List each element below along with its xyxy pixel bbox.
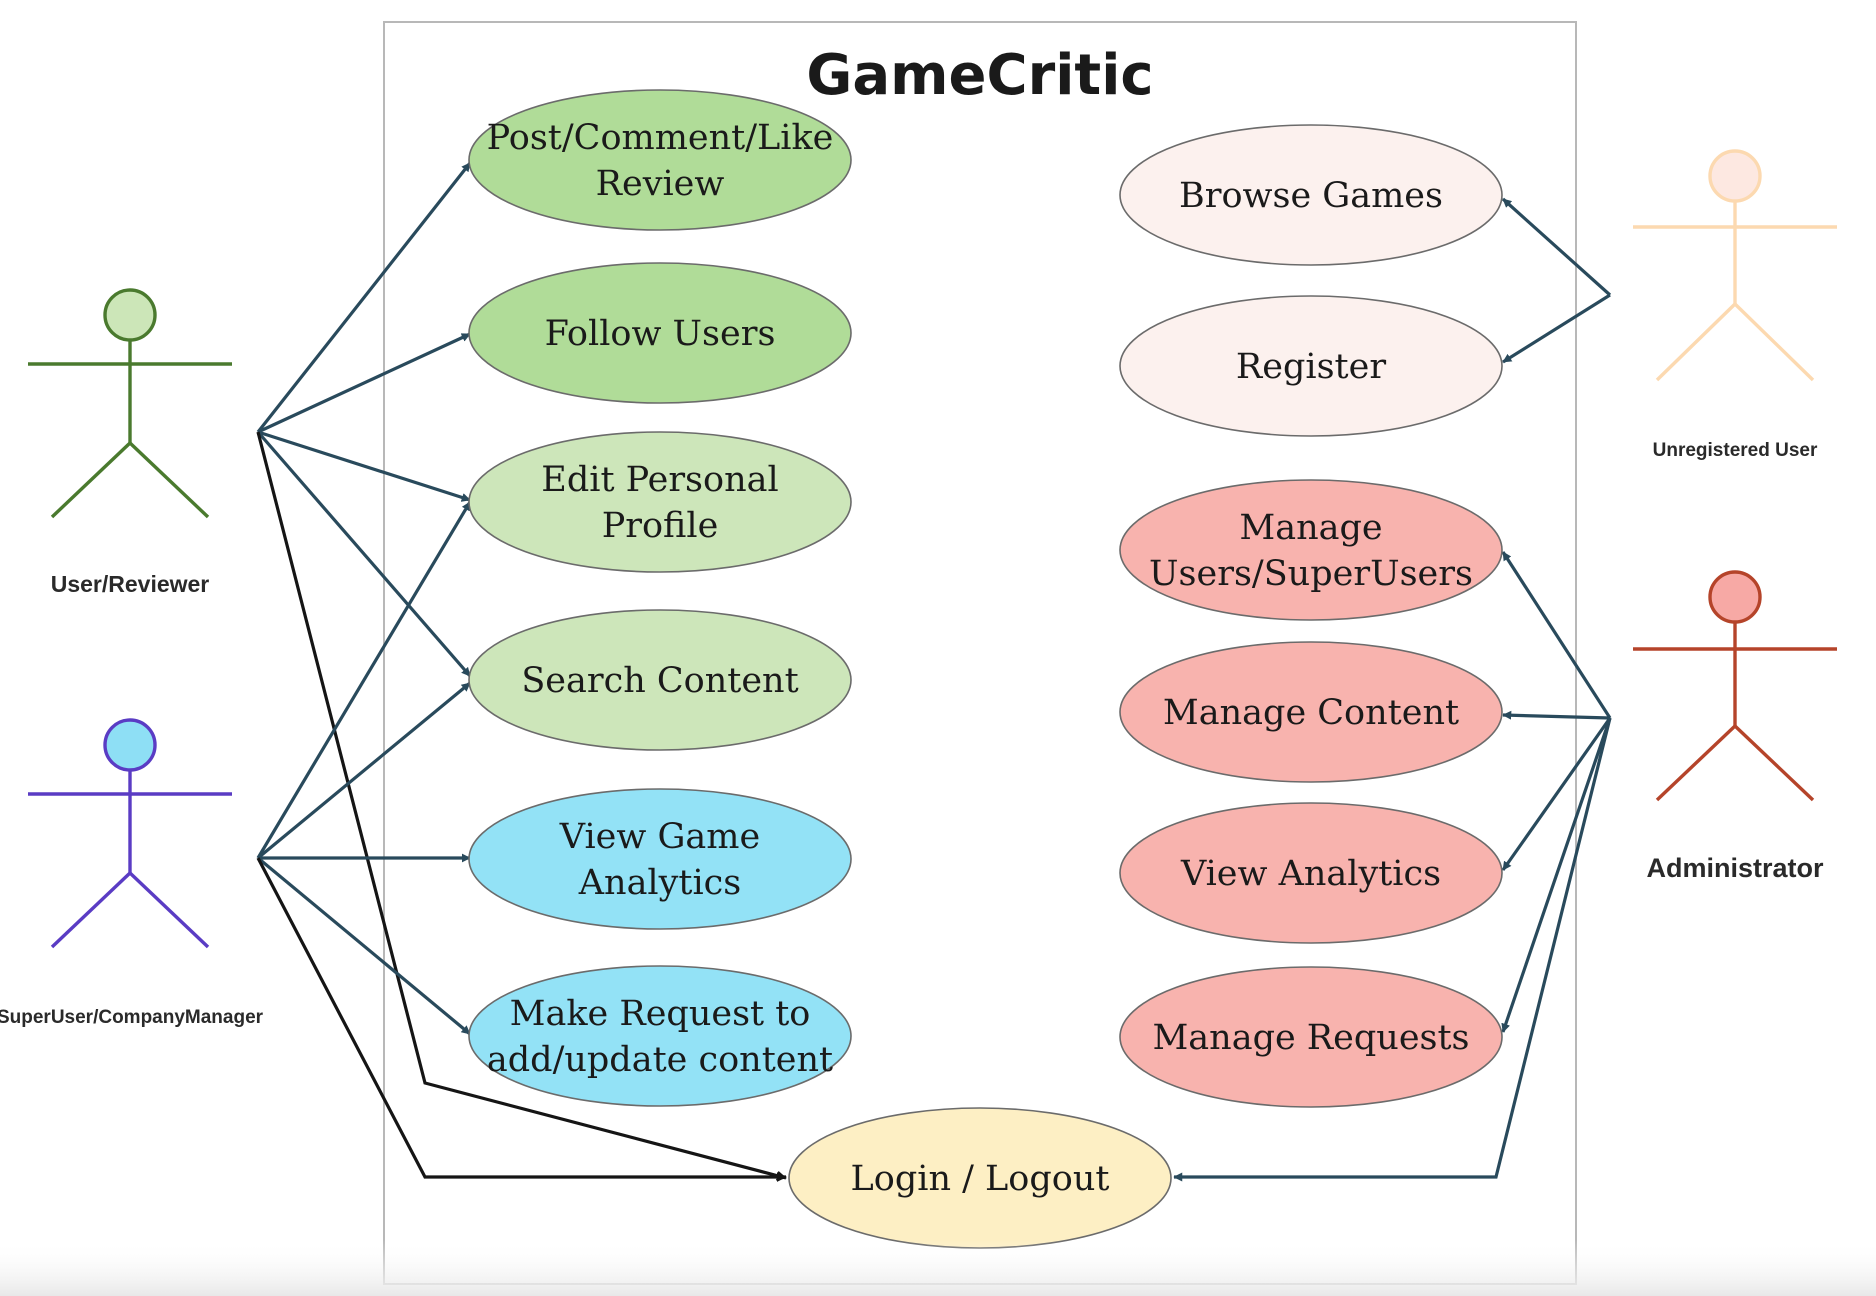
use-case-ellipse [468, 609, 852, 751]
actor-head [1708, 149, 1762, 203]
use-case-ellipse [468, 431, 852, 573]
use-case-label: Register [1236, 347, 1386, 387]
bottom-fade [0, 1240, 1876, 1296]
use-case-search[interactable]: Search Content [468, 609, 852, 751]
use-case-ellipse [1119, 479, 1503, 621]
actor-left-leg [1655, 724, 1737, 802]
use-case-follow[interactable]: Follow Users [468, 262, 852, 404]
use-case-login[interactable]: Login / Logout [788, 1107, 1172, 1249]
use-case-ellipse [468, 965, 852, 1107]
use-case-label: Profile [602, 506, 719, 546]
actor-right-leg [1733, 724, 1815, 802]
use-case-ellipse [1119, 641, 1503, 783]
edge-admin-viewanalytics [1501, 717, 1612, 871]
edge-reviewer-edit [257, 430, 471, 502]
use-case-label: Edit Personal [541, 460, 778, 500]
edge-admin-managerequests [1501, 717, 1612, 1033]
use-case-label: View Analytics [1180, 854, 1441, 894]
edge-reviewer-login [256, 431, 787, 1181]
use-case-managerequests[interactable]: Manage Requests [1119, 966, 1503, 1108]
actor-right-leg [128, 441, 210, 519]
actor-reviewer: User/Reviewer [28, 288, 232, 597]
actor-label: Administrator [1646, 853, 1824, 883]
use-case-managecontent[interactable]: Manage Content [1119, 641, 1503, 783]
use-case-label: Manage Requests [1152, 1018, 1469, 1058]
use-case-label: Manage Content [1163, 693, 1459, 733]
use-case-ellipse [468, 788, 852, 930]
edge-reviewer-follow [257, 332, 471, 434]
use-case-ellipse [1119, 966, 1503, 1108]
actor-head [1708, 570, 1762, 624]
actor-label: SuperUser/CompanyManager [0, 1007, 264, 1028]
actor-left-leg [1655, 302, 1737, 382]
actor-head [103, 288, 157, 342]
use-case-ellipse [1119, 124, 1503, 266]
use-case-label: Make Request to [510, 994, 811, 1034]
edge-superuser-search [256, 681, 472, 860]
use-case-viewanalytics[interactable]: View Analytics [1119, 802, 1503, 944]
use-case-label: add/update content [487, 1040, 833, 1080]
actor-label: User/Reviewer [51, 571, 210, 597]
edge-admin-managecontent [1502, 710, 1611, 720]
use-case-label: View Game [559, 817, 760, 857]
actor-left-leg [50, 871, 132, 949]
edge-reviewer-search [256, 430, 472, 678]
use-case-label: Search Content [521, 661, 798, 701]
use-case-ellipse [1119, 295, 1503, 437]
use-case-ellipse [468, 262, 852, 404]
edge-unregistered-browse [1501, 197, 1612, 297]
edge-reviewer-post [256, 162, 472, 433]
actor-right-leg [128, 871, 210, 949]
edge-unregistered-register [1502, 293, 1611, 364]
edge-superuser-login [256, 857, 787, 1182]
use-case-ellipse [468, 89, 852, 231]
use-case-ellipse [1119, 802, 1503, 944]
edge-admin-manageusers [1501, 551, 1612, 719]
association-lines [256, 162, 1612, 1182]
edge-superuser-edit [256, 501, 472, 859]
system-title: GameCritic [806, 43, 1153, 108]
edge-superuser-request [256, 856, 472, 1036]
actor-admin: Administrator [1633, 570, 1837, 883]
use-case-label: Post/Comment/Like [487, 118, 834, 158]
actor-left-leg [50, 441, 132, 519]
actor-right-leg [1733, 302, 1815, 382]
use-case-label: Analytics [578, 863, 741, 903]
use-case-label: Review [596, 164, 725, 204]
use-case-label: Browse Games [1179, 176, 1443, 216]
use-case-label: Users/SuperUsers [1149, 554, 1473, 594]
actor-label: Unregistered User [1653, 440, 1818, 461]
use-case-label: Manage [1239, 508, 1382, 548]
use-case-register[interactable]: Register [1119, 295, 1503, 437]
use-case-browse[interactable]: Browse Games [1119, 124, 1503, 266]
actor-superuser: SuperUser/CompanyManager [0, 718, 264, 1028]
actor-unregistered: Unregistered User [1633, 149, 1837, 461]
use-case-label: Follow Users [545, 314, 776, 354]
edge-admin-login [1173, 717, 1612, 1182]
use-case-label: Login / Logout [851, 1159, 1110, 1199]
use-case-request[interactable]: Make Request to add/update content [468, 965, 852, 1107]
actor-head [103, 718, 157, 772]
